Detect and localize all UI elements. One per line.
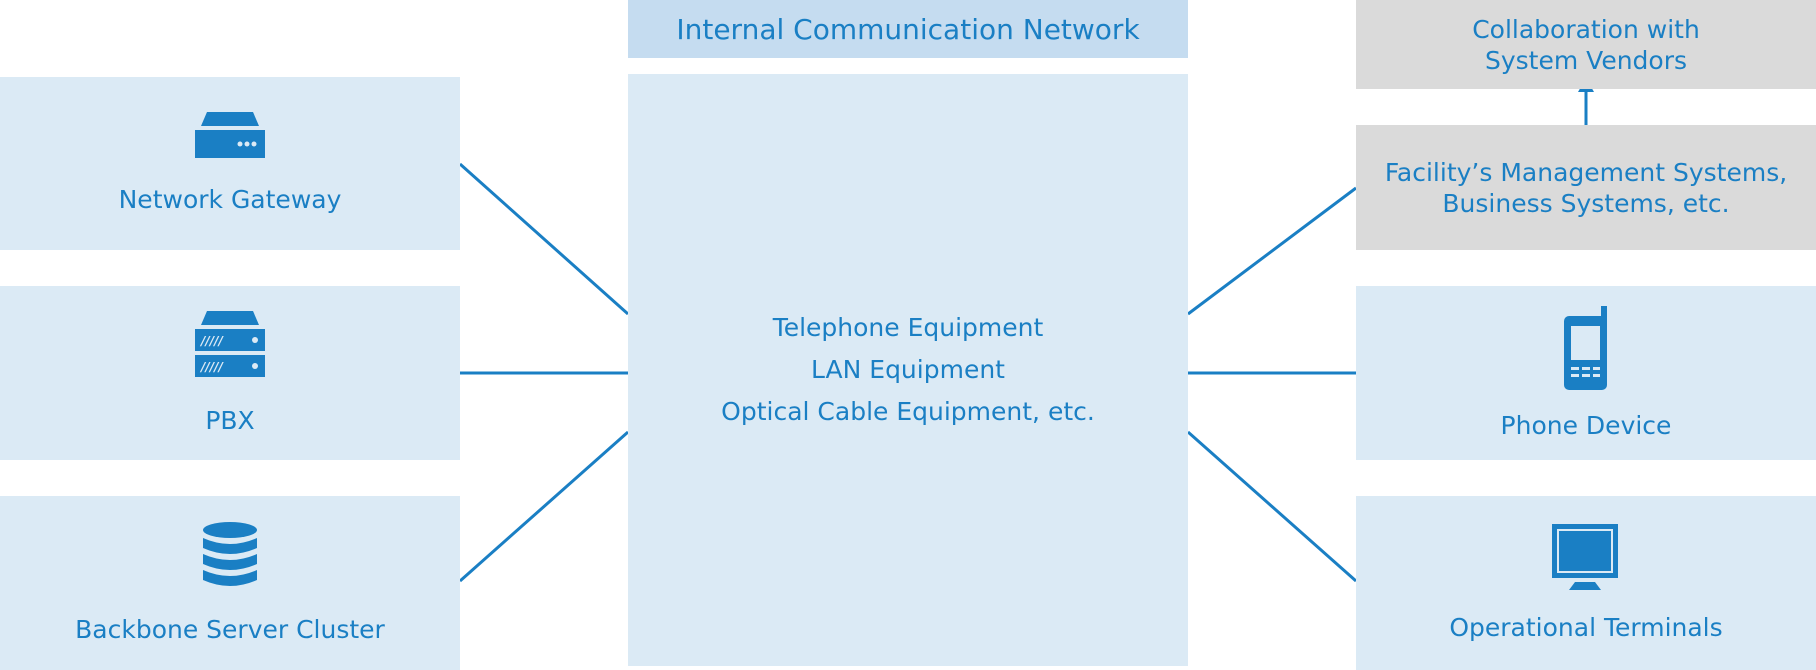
connector-systems xyxy=(1187,186,1357,316)
monitor-icon xyxy=(1552,523,1618,590)
pbx-label: PBX xyxy=(205,405,255,435)
equipment-telephone: Telephone Equipment xyxy=(772,313,1044,342)
phone-box: Phone Device xyxy=(1356,286,1816,460)
gateway-icon xyxy=(195,112,265,158)
systems-line-2: Business Systems, etc. xyxy=(1442,188,1730,218)
vendor-line-1: Collaboration with xyxy=(1472,14,1700,44)
phone-label: Phone Device xyxy=(1500,410,1672,440)
connector-terminals xyxy=(1187,430,1357,583)
backbone-server-box: Backbone Server Cluster xyxy=(0,496,460,670)
terminals-box: Operational Terminals xyxy=(1356,496,1816,670)
svg-text://///: ///// xyxy=(199,360,225,374)
terminals-label: Operational Terminals xyxy=(1449,612,1723,642)
svg-text://///: ///// xyxy=(199,334,225,348)
phone-icon xyxy=(1564,305,1607,390)
equipment-lan: LAN Equipment xyxy=(811,355,1005,384)
vendor-box: Collaboration with System Vendors xyxy=(1356,0,1816,89)
center-equipment-box: Telephone Equipment LAN Equipment Optica… xyxy=(628,74,1188,666)
pbx-box: ///// ///// PBX xyxy=(0,286,460,460)
equipment-optical: Optical Cable Equipment, etc. xyxy=(721,397,1095,426)
vendor-line-2: System Vendors xyxy=(1484,45,1688,75)
systems-box: Facility’s Management Systems, Business … xyxy=(1356,125,1816,250)
center-title-box: Internal Communication Network xyxy=(628,0,1188,58)
connector-servers xyxy=(459,430,629,583)
center-title: Internal Communication Network xyxy=(676,12,1140,46)
network-gateway-box: Network Gateway xyxy=(0,77,460,250)
database-icon xyxy=(203,521,257,586)
backbone-server-label: Backbone Server Cluster xyxy=(75,614,385,644)
server-icon: ///// ///// xyxy=(195,310,265,377)
connector-gateway xyxy=(459,162,629,316)
systems-line-1: Facility’s Management Systems, xyxy=(1384,157,1788,187)
network-gateway-label: Network Gateway xyxy=(118,185,342,214)
